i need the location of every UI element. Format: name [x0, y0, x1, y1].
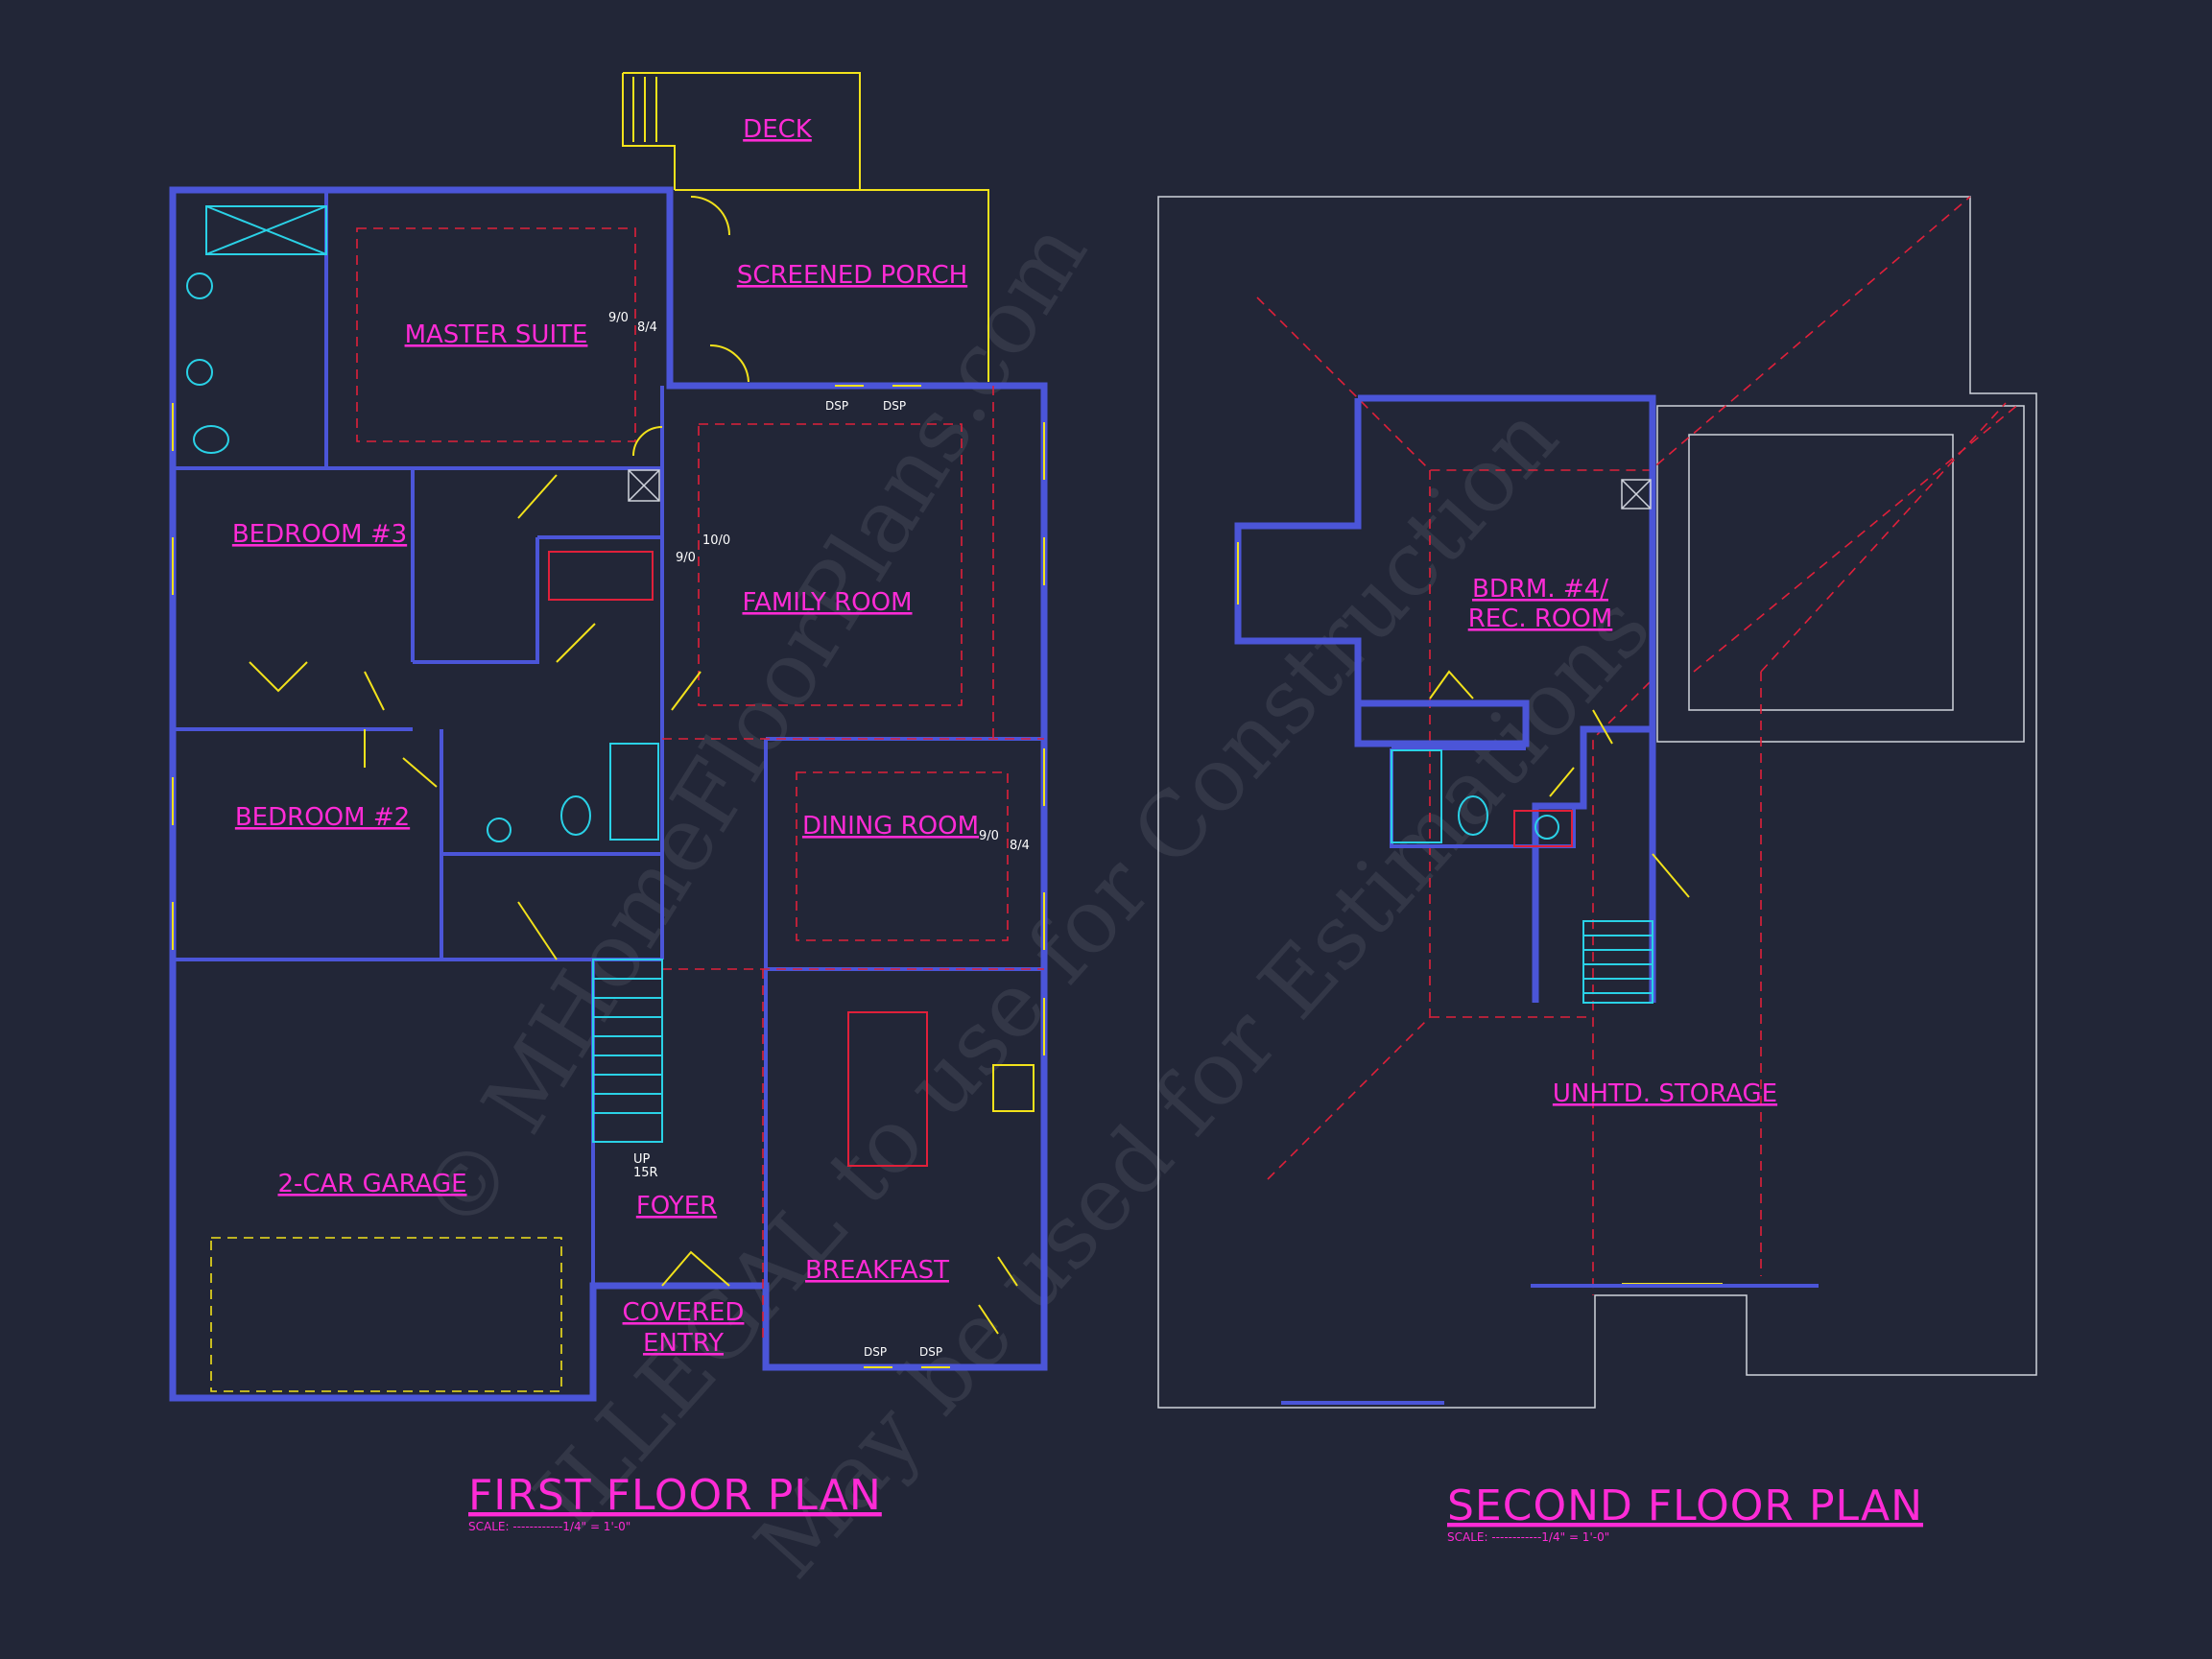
dining-room-label: DINING ROOM	[802, 812, 979, 841]
upper-bathtub	[1391, 749, 1442, 843]
second-floor-stairs	[1582, 920, 1653, 1004]
master-ceiling-a: 9/0	[608, 311, 629, 325]
master-ceiling-b: 8/4	[637, 320, 657, 335]
second-floor-scale: SCALE: ------------1/4" = 1'-0"	[1447, 1530, 1609, 1544]
family-tray-ceiling	[698, 423, 963, 706]
breakfast-dsp-1: DSP	[864, 1345, 887, 1359]
second-floor-interior-walls	[1356, 641, 1576, 848]
family-ceiling-b: 9/0	[676, 551, 696, 565]
lower-roof-outline	[1656, 405, 2025, 743]
first-floor-exterior-wall	[169, 186, 1048, 1402]
hall-sink	[487, 818, 511, 842]
range-cooktop	[992, 1064, 1035, 1112]
master-tray-ceiling	[356, 227, 636, 442]
first-floor-scale: SCALE: ------------1/4" = 1'-0"	[468, 1520, 630, 1533]
bdrm-4-label-line-1: BDRM. #4/	[1472, 575, 1608, 604]
master-sink-2	[186, 359, 213, 386]
shower-x	[205, 205, 327, 255]
shower	[205, 205, 327, 255]
dining-tray-ceiling	[796, 771, 1009, 941]
deck-stairs	[632, 77, 657, 142]
attic-access	[628, 469, 660, 502]
porch-dsp-1: DSP	[825, 399, 848, 413]
hall-toilet	[560, 795, 591, 836]
roof-outline	[1157, 196, 2037, 1409]
upper-vanity	[1513, 810, 1573, 847]
deck-outline	[622, 72, 861, 190]
foyer-label: FOYER	[636, 1192, 717, 1221]
bdrm-4-label-line-2: REC. ROOM	[1468, 604, 1613, 633]
upper-attic-access	[1621, 479, 1652, 510]
bedroom-3-label: BEDROOM #3	[232, 520, 407, 549]
second-floor-plan: BDRM. #4/ REC. ROOM UNHTD. STORAGE SECON…	[1157, 196, 2037, 1544]
first-floor-plan: 9/0 8/4 10/0 9/0 9/0 8/4 DSP DSP DSP DSP…	[169, 72, 1048, 1533]
upper-attic-access-x	[1621, 479, 1652, 510]
stair-up-label: UP	[633, 1152, 651, 1167]
stair-riser-count: 15R	[633, 1166, 658, 1180]
deck-label: DECK	[743, 115, 813, 144]
family-ceiling-a: 10/0	[702, 533, 730, 548]
garage-door-dashed	[210, 1237, 562, 1392]
second-floor-dormer-headers	[1281, 1284, 1819, 1405]
master-toilet	[193, 425, 229, 454]
first-floor-windows	[172, 385, 1045, 1368]
covered-entry-label-line-1: COVERED	[623, 1298, 745, 1327]
upper-sink	[1534, 815, 1559, 840]
breakfast-dsp-2: DSP	[919, 1345, 942, 1359]
first-floor-door-swings	[249, 196, 1018, 1335]
breakfast-label: BREAKFAST	[805, 1256, 949, 1285]
screened-porch-label: SCREENED PORCH	[737, 261, 967, 290]
lower-roof-inner	[1688, 434, 1954, 711]
kitchen-island	[847, 1011, 928, 1167]
first-floor-title: FIRST FLOOR PLAN	[468, 1471, 882, 1520]
porch-dsp-2: DSP	[883, 399, 906, 413]
first-floor-stairs	[592, 959, 663, 1143]
second-floor-title: SECOND FLOOR PLAN	[1447, 1481, 1923, 1530]
family-room-label: FAMILY ROOM	[742, 588, 912, 617]
covered-entry-label-line-2: ENTRY	[643, 1329, 724, 1358]
dining-ceiling-a: 9/0	[979, 829, 999, 843]
second-floor-doors-windows	[1237, 542, 1723, 1404]
garage-label: 2-CAR GARAGE	[277, 1170, 466, 1198]
roof-hip-lines	[1256, 196, 2021, 1295]
attic-access-x	[628, 469, 660, 502]
master-suite-label: MASTER SUITE	[405, 320, 588, 349]
dining-ceiling-b: 8/4	[1010, 839, 1030, 853]
hall-bathtub	[609, 743, 659, 841]
storage-label: UNHTD. STORAGE	[1553, 1079, 1777, 1108]
laundry-counter	[548, 551, 654, 601]
master-sink-1	[186, 273, 213, 299]
bedroom-2-label: BEDROOM #2	[235, 803, 410, 832]
first-floor-interior-walls	[173, 192, 1044, 1286]
upper-toilet	[1458, 795, 1488, 836]
